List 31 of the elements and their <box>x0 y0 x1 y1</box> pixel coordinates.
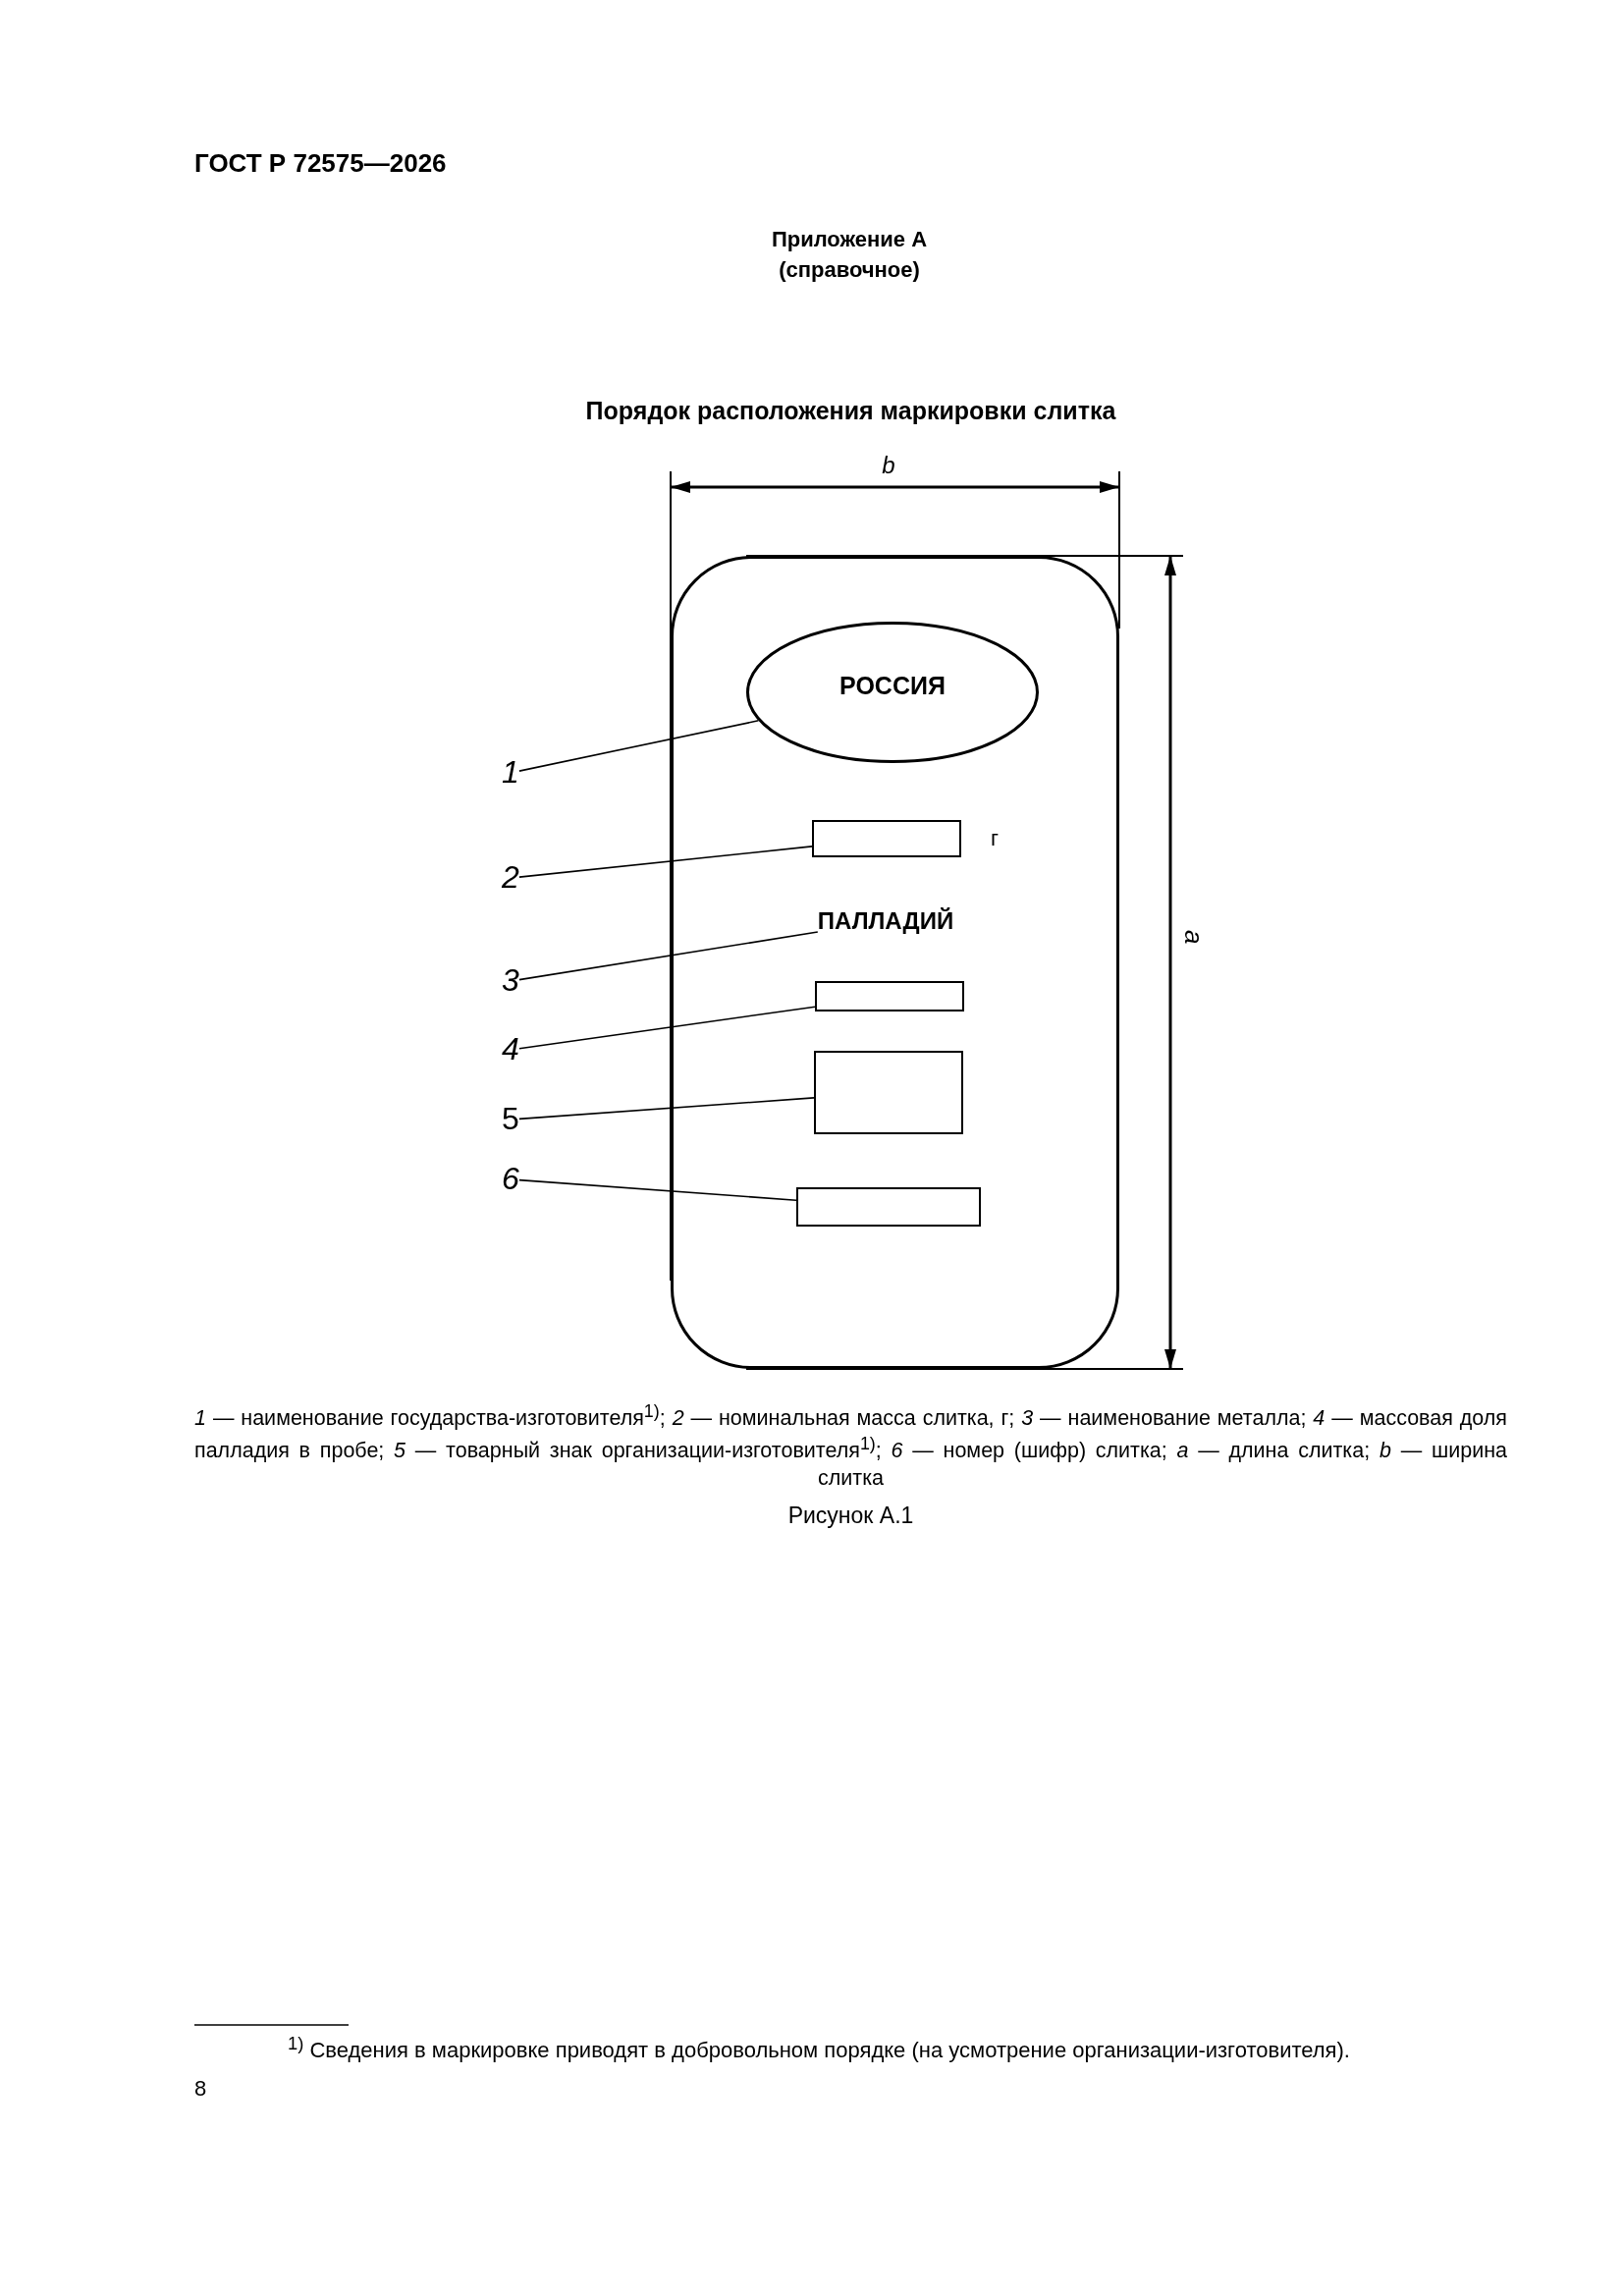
dimension-label: a <box>1179 930 1209 945</box>
leader-line <box>518 1097 815 1121</box>
callout-number: 5 <box>502 1102 519 1137</box>
empty-field <box>814 1051 963 1134</box>
dimension-label: b <box>882 453 895 479</box>
annex-status: (справочное) <box>779 258 920 283</box>
callout-number: 2 <box>502 860 519 896</box>
fineness-field <box>815 981 964 1011</box>
footnote: $^{1)}$ Сведения в маркировке приводят в добровольном порядке (на усмотрение организации-изготовителя). <box>288 2034 1350 2063</box>
leader-line <box>518 1178 797 1201</box>
mass-field <box>812 820 961 857</box>
ingot-outline <box>671 556 1119 1369</box>
callout-number: 4 <box>502 1032 519 1067</box>
leader-line <box>518 720 760 772</box>
callout-number: 6 <box>502 1162 519 1197</box>
document-number: ГОСТ Р 72575—2026 <box>194 149 447 178</box>
page-number: 8 <box>194 2077 207 2102</box>
annex-heading: Приложение А <box>771 228 928 252</box>
figure-caption: Рисунок А.1 <box>787 1503 914 1528</box>
metal-name: ПАЛЛАДИЙ <box>817 907 954 935</box>
callout-number: 3 <box>502 963 519 999</box>
leader-line <box>518 931 819 981</box>
country-name: РОССИЯ <box>839 671 946 700</box>
leader-line <box>518 846 813 878</box>
serial-number-field <box>796 1187 981 1227</box>
figure-title: Порядок расположения маркировки слитка <box>585 397 1116 424</box>
figure-key: 1 — наименование государства-изготовителя$^{1)}$; 2 — номинальная масса слитка, г; 3 — наименование металла; 4 — массовая доля палладия в пробе; 5 — товарный знак организации-изготовителя$^{1)}$; 6 — номер (шифр) слитка; a — длина слитка; b — ширина слитка <box>194 1400 1507 1494</box>
callout-number: 1 <box>502 755 519 791</box>
oval-frame <box>746 622 1039 763</box>
unit-label: г <box>991 825 1000 851</box>
leader-line <box>518 1006 816 1050</box>
